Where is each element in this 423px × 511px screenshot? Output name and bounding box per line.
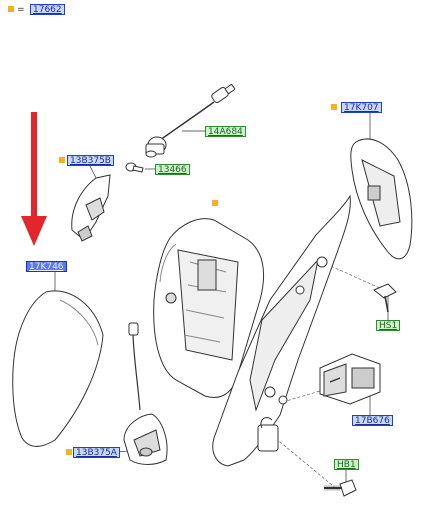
marker-13B375B: [59, 157, 65, 163]
marker-17K707: [331, 104, 337, 110]
marker-mirror-body: [212, 200, 218, 206]
wiring-harness-part: [145, 84, 236, 158]
bolt-part: [324, 479, 357, 497]
callout-13B375A[interactable]: 13B375A: [73, 447, 120, 458]
mirror-glass-part: [350, 138, 413, 260]
marker-13B375A: [66, 449, 72, 455]
callout-17K746[interactable]: 17K746: [26, 261, 67, 272]
mirror-base-part: [212, 194, 351, 467]
lamp-housing-lower-part: [123, 322, 168, 465]
screw-part: [373, 283, 397, 313]
callout-13466[interactable]: 13466: [155, 164, 190, 175]
callout-HS1[interactable]: HS1: [376, 320, 401, 331]
mirror-housing-part: [153, 218, 265, 398]
switch-module-part: [319, 353, 381, 405]
callout-13B375B[interactable]: 13B375B: [67, 155, 114, 166]
lamp-housing-upper-part: [71, 174, 111, 242]
legend-code-17662[interactable]: 17662: [30, 4, 65, 15]
bulb-part: [125, 162, 144, 173]
callout-14A684[interactable]: 14A684: [205, 126, 246, 137]
callout-HB1[interactable]: HB1: [334, 459, 359, 470]
legend-marker: [8, 6, 14, 12]
legend-equals: =: [17, 5, 25, 15]
red-arrow: [21, 112, 47, 246]
callout-17B676[interactable]: 17B676: [352, 415, 393, 426]
callout-17K707[interactable]: 17K707: [341, 102, 382, 113]
mirror-cover-part: [12, 290, 104, 447]
